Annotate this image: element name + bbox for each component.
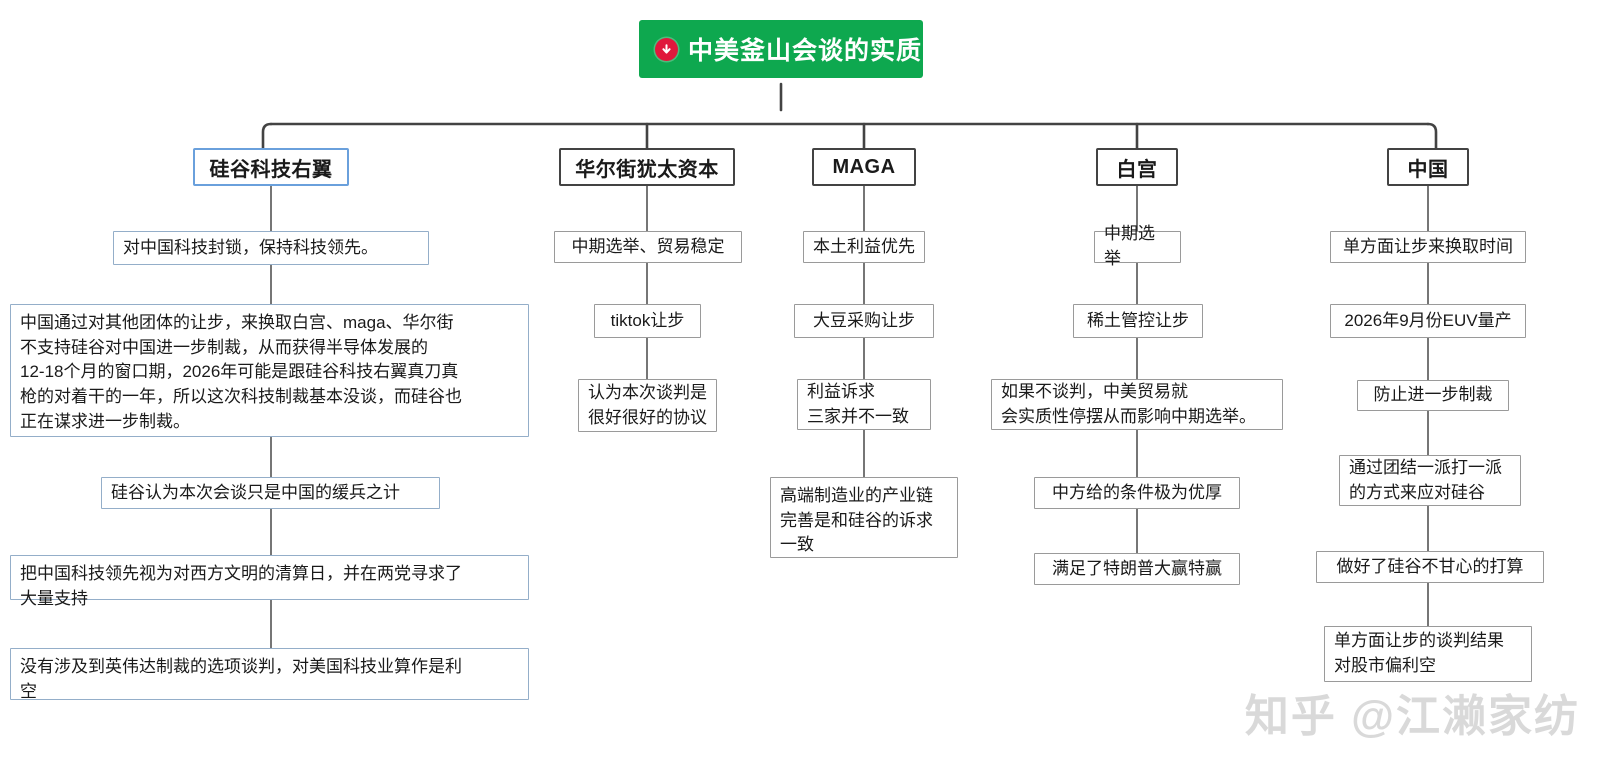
leaf-label: 中期选举 xyxy=(1104,224,1155,268)
leaf-label: 通过团结一派打一派 的方式来应对硅谷 xyxy=(1349,457,1502,502)
leaf-node[interactable]: 中国通过对其他团体的让步，来换取白宫、maga、华尔街 不支持硅谷对中国进一步制… xyxy=(10,304,529,437)
branch-label: 硅谷科技右翼 xyxy=(209,158,333,181)
leaf-label: 2026年9月份EUV量产 xyxy=(1344,310,1512,330)
leaf-node[interactable]: 防止进一步制裁 xyxy=(1357,380,1509,411)
branch-node-china[interactable]: 中国 xyxy=(1387,148,1469,186)
leaf-node[interactable]: 2026年9月份EUV量产 xyxy=(1330,304,1526,338)
branch-label: MAGA xyxy=(832,155,896,178)
leaf-label: 硅谷认为本次会谈只是中国的缓兵之计 xyxy=(111,482,400,502)
leaf-label: 高端制造业的产业链 完善是和硅谷的诉求 一致 xyxy=(780,486,933,555)
root-node[interactable]: 中美釜山会谈的实质 xyxy=(639,20,923,78)
leaf-node[interactable]: 本土利益优先 xyxy=(803,231,925,263)
leaf-node[interactable]: 利益诉求 三家并不一致 xyxy=(797,379,931,430)
leaf-label: 把中国科技领先视为对西方文明的清算日，并在两党寻求了 大量支持 xyxy=(20,564,462,608)
leaf-label: 单方面让步来换取时间 xyxy=(1343,236,1513,256)
leaf-label: 稀土管控让步 xyxy=(1087,310,1189,330)
leaf-label: 中国通过对其他团体的让步，来换取白宫、maga、华尔街 不支持硅谷对中国进一步制… xyxy=(20,313,462,431)
leaf-label: 本土利益优先 xyxy=(813,236,915,256)
leaf-node[interactable]: 对中国科技封锁，保持科技领先。 xyxy=(113,231,429,265)
leaf-node[interactable]: 如果不谈判，中美贸易就 会实质性停摆从而影响中期选举。 xyxy=(991,379,1283,430)
leaf-node[interactable]: 把中国科技领先视为对西方文明的清算日，并在两党寻求了 大量支持 xyxy=(10,555,529,608)
leaf-node[interactable]: 没有涉及到英伟达制裁的选项谈判，对美国科技业算作是利 空 xyxy=(10,648,529,701)
leaf-node[interactable]: 硅谷认为本次会谈只是中国的缓兵之计 xyxy=(101,477,440,509)
leaf-label: 没有涉及到英伟达制裁的选项谈判，对美国科技业算作是利 空 xyxy=(20,657,462,701)
leaf-label: 中期选举、贸易稳定 xyxy=(571,236,725,256)
leaf-label: 认为本次谈判是 很好很好的协议 xyxy=(588,382,707,427)
branch-node-maga[interactable]: MAGA xyxy=(812,148,916,186)
branch-node-silicon-valley[interactable]: 硅谷科技右翼 xyxy=(193,148,349,186)
branch-label: 中国 xyxy=(1407,158,1449,181)
leaf-node[interactable]: 中方给的条件极为优厚 xyxy=(1034,477,1240,509)
leaf-node[interactable]: 做好了硅谷不甘心的打算 xyxy=(1316,551,1544,583)
leaf-node[interactable]: 单方面让步的谈判结果 对股市偏利空 xyxy=(1324,626,1532,682)
leaf-label: 如果不谈判，中美贸易就 会实质性停摆从而影响中期选举。 xyxy=(1001,381,1256,426)
leaf-node[interactable]: tiktok让步 xyxy=(594,304,701,338)
leaf-node[interactable]: 高端制造业的产业链 完善是和硅谷的诉求 一致 xyxy=(770,477,958,558)
leaf-label: 做好了硅谷不甘心的打算 xyxy=(1336,556,1524,576)
root-label: 中美釜山会谈的实质 xyxy=(688,37,923,65)
leaf-label: tiktok让步 xyxy=(610,310,685,330)
branch-node-wall-street[interactable]: 华尔街犹太资本 xyxy=(559,148,735,186)
leaf-node[interactable]: 满足了特朗普大赢特赢 xyxy=(1034,553,1240,585)
watermark: 知乎 @江濑家纺 xyxy=(1244,692,1580,741)
branch-label: 华尔街犹太资本 xyxy=(575,158,719,181)
leaf-label: 满足了特朗普大赢特赢 xyxy=(1052,558,1222,578)
leaf-label: 大豆采购让步 xyxy=(813,310,915,330)
down-arrow-circle-icon xyxy=(655,37,678,61)
leaf-node[interactable]: 单方面让步来换取时间 xyxy=(1330,231,1526,263)
leaf-label: 防止进一步制裁 xyxy=(1373,385,1493,405)
leaf-node[interactable]: 认为本次谈判是 很好很好的协议 xyxy=(578,379,717,432)
branch-label: 白宫 xyxy=(1116,158,1158,181)
leaf-label: 单方面让步的谈判结果 对股市偏利空 xyxy=(1334,631,1504,675)
leaf-node[interactable]: 稀土管控让步 xyxy=(1073,304,1203,338)
leaf-label: 中方给的条件极为优厚 xyxy=(1052,482,1222,502)
leaf-node[interactable]: 中期选举、贸易稳定 xyxy=(554,231,742,263)
branch-node-white-house[interactable]: 白宫 xyxy=(1096,148,1178,186)
leaf-label: 利益诉求 三家并不一致 xyxy=(807,381,909,426)
leaf-label: 对中国科技封锁，保持科技领先。 xyxy=(123,237,378,257)
leaf-node[interactable]: 中期选举 xyxy=(1094,224,1181,268)
leaf-node[interactable]: 大豆采购让步 xyxy=(794,304,934,338)
leaf-node[interactable]: 通过团结一派打一派 的方式来应对硅谷 xyxy=(1339,455,1521,506)
